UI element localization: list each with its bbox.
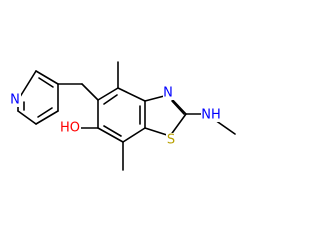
hydroxyl-label: HO: [60, 121, 80, 136]
methyl-groups: [117, 61, 124, 171]
sulfur-label: S: [167, 133, 175, 148]
amine-label: NH: [201, 108, 221, 123]
atom-pyridine-n: N: [9, 93, 21, 108]
thiazole-nitrogen-label: N: [163, 86, 173, 101]
atom-hydroxyl: HO: [60, 121, 81, 136]
thiazole-ring: [144, 94, 187, 137]
pyridine-ring: [17, 70, 59, 125]
molecule-structure: N HO N S NH: [9, 61, 236, 171]
atom-amine: NH: [201, 108, 221, 123]
pyridine-nitrogen-label: N: [10, 93, 20, 108]
methylene-linker: [57, 83, 99, 101]
atom-thiazole-n: N: [163, 86, 174, 101]
benzene-ring: [97, 87, 146, 143]
atom-sulfur: S: [166, 133, 177, 148]
